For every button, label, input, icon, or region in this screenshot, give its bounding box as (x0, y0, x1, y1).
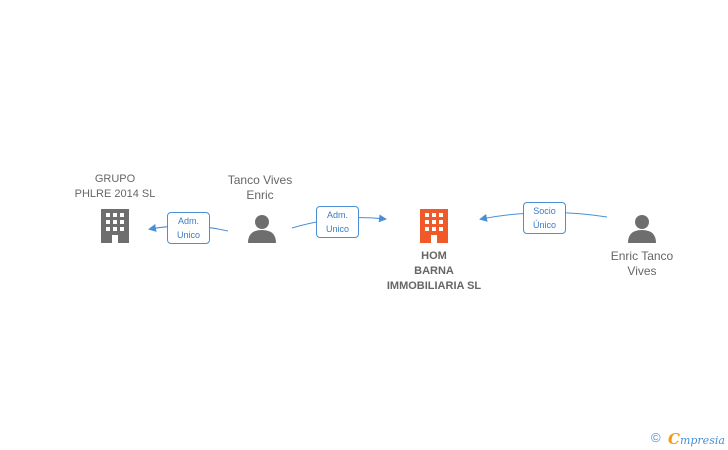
copyright-symbol: © (651, 430, 661, 445)
edge-label-adm-unico-hom: Adm. Unico (316, 206, 359, 238)
node-grupo-phlre[interactable]: GRUPO PHLRE 2014 SL (60, 172, 170, 202)
node-label-enric: Enric Tanco Vives (610, 249, 674, 278)
node-hom-barna[interactable]: HOM BARNA IMMOBILIARIA SL (372, 249, 496, 294)
node-enric-tanco-vives[interactable]: Enric Tanco Vives (592, 249, 692, 279)
node-label-tanco: Tanco Vives Enric (227, 173, 293, 202)
node-tanco-vives-enric[interactable]: Tanco Vives Enric (210, 173, 310, 203)
building-icon (101, 209, 129, 243)
empresia-logo: Cmpresia (668, 430, 725, 448)
edge-label-adm-unico-grupo: Adm. Unico (167, 212, 210, 244)
node-label-hom-barna: HOM BARNA IMMOBILIARIA SL (386, 250, 482, 292)
person-icon (248, 215, 276, 243)
edge-label-socio-unico: Socio Único (523, 202, 566, 234)
building-icon (420, 209, 448, 243)
node-label-grupo: GRUPO PHLRE 2014 SL (74, 173, 156, 200)
person-icon (628, 215, 656, 243)
